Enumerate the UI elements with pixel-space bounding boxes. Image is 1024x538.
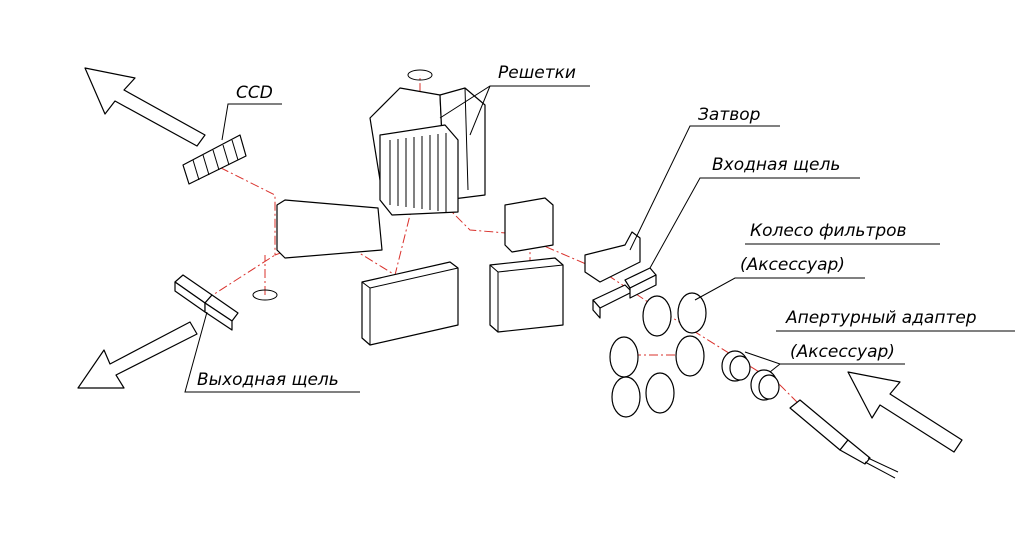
leader-filter-wheel — [694, 277, 865, 301]
rotation-icon — [252, 289, 278, 301]
entrance-slit — [592, 267, 657, 319]
fold-mirror — [504, 197, 554, 253]
label-filter-wheel: Колесо фильтров — [750, 221, 907, 241]
label-aperture-adapter: Апертурный адаптер — [785, 308, 977, 328]
leader-entrance-slit — [649, 177, 860, 269]
label-ccd: CCD — [236, 83, 273, 103]
filter-wheel — [609, 292, 707, 418]
label-shutter: Затвор — [698, 105, 761, 125]
label-gratings: Решетки — [498, 63, 576, 83]
leader-ccd — [221, 103, 282, 141]
output-arrow-exit — [77, 321, 198, 389]
focusing-mirror — [361, 261, 459, 346]
optical-fiber — [789, 399, 899, 479]
rotation-icon — [407, 69, 433, 81]
shutter — [584, 231, 641, 283]
label-filter-wheel-note: (Аксессуар) — [740, 255, 845, 275]
leader-exit-slit — [184, 311, 360, 393]
label-exit-slit: Выходная щель — [197, 370, 339, 390]
collimator-mirror — [489, 257, 564, 333]
leader-shutter — [629, 125, 780, 251]
ccd-detector — [182, 134, 247, 185]
label-aperture-adapter-note: (Аксессуар) — [790, 342, 895, 362]
collimating-mirror — [276, 199, 383, 259]
input-arrow — [847, 371, 963, 453]
gratings-turret — [369, 87, 486, 216]
output-arrow-ccd — [84, 67, 206, 147]
label-entrance-slit: Входная щель — [712, 155, 840, 175]
aperture-adapter — [721, 350, 780, 401]
exit-slit — [174, 274, 239, 331]
